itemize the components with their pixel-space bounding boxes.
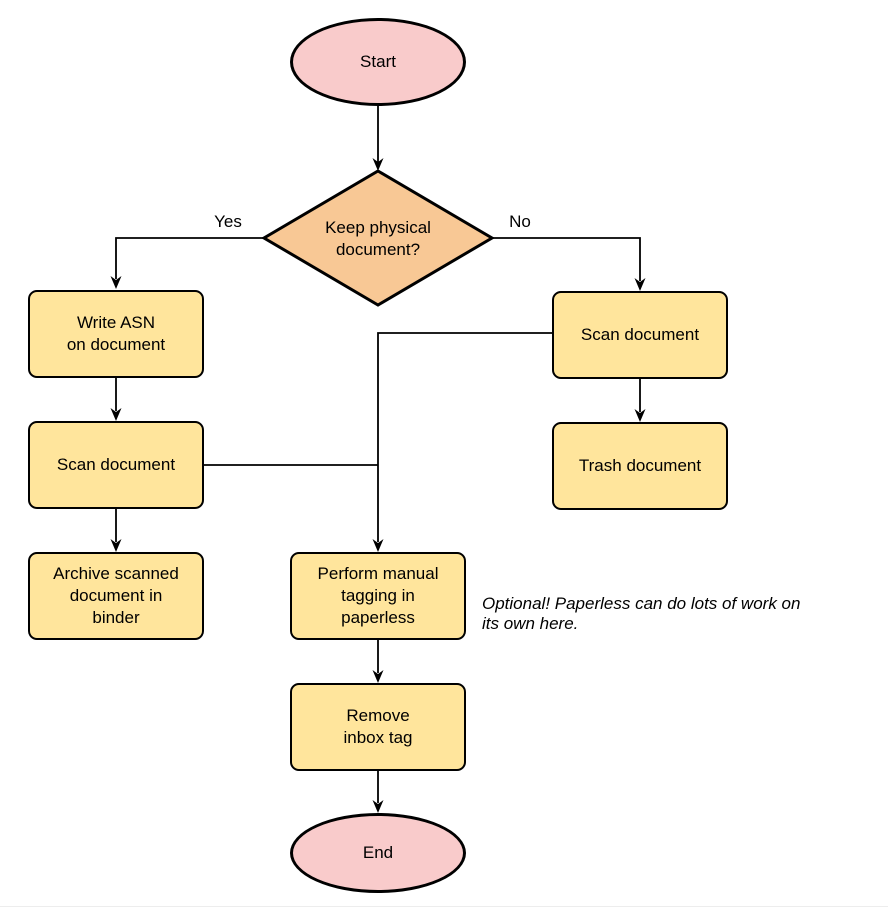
- edge-label-no: No: [509, 212, 531, 231]
- node-scan-left-label: Scan document: [56, 455, 176, 474]
- node-start: Start: [290, 18, 466, 106]
- arrowhead-write-asn: [110, 276, 122, 289]
- edge-label-yes: Yes: [214, 212, 242, 231]
- node-scan-document-left: Scan document: [28, 421, 204, 509]
- arrowhead-archive: [110, 539, 122, 552]
- connector-no-branch: [492, 237, 641, 281]
- node-remove-inbox-tag: Remove inbox tag: [290, 683, 466, 771]
- node-scan-right-label: Scan document: [580, 325, 700, 344]
- arrowhead-scan-left: [110, 408, 122, 421]
- node-end: End: [290, 813, 466, 893]
- optional-note: Optional! Paperless can do lots of work …: [482, 594, 801, 633]
- node-write-asn-label: Write ASN on document: [66, 313, 166, 354]
- node-archive-label: Archive scanned document in binder: [53, 564, 179, 627]
- node-remove-label: Remove inbox tag: [343, 706, 413, 747]
- node-start-label: Start: [360, 52, 396, 71]
- arrowhead-trash: [634, 409, 646, 422]
- node-write-asn: Write ASN on document: [28, 290, 204, 378]
- arrowhead-scan-right: [634, 278, 646, 291]
- node-scan-document-right: Scan document: [552, 291, 728, 379]
- arrowhead-remove: [372, 670, 384, 683]
- arrowhead-decision: [372, 158, 384, 171]
- decision-diamond-shape: [261, 169, 495, 307]
- decision-label-text: Keep physical document?: [325, 218, 431, 259]
- arrowhead-end: [372, 800, 384, 813]
- node-trash-document: Trash document: [552, 422, 728, 510]
- node-trash-label: Trash document: [578, 456, 702, 475]
- connector-scanright-to-tagging: [377, 332, 552, 542]
- node-decision-label: Keep physical document?: [288, 216, 468, 262]
- node-archive-document: Archive scanned document in binder: [28, 552, 204, 640]
- connector-yes-branch: [115, 237, 264, 279]
- arrowhead-tagging: [372, 539, 384, 552]
- node-tagging-label: Perform manual tagging in paperless: [317, 564, 439, 627]
- node-end-label: End: [362, 843, 394, 862]
- node-manual-tagging: Perform manual tagging in paperless: [290, 552, 466, 640]
